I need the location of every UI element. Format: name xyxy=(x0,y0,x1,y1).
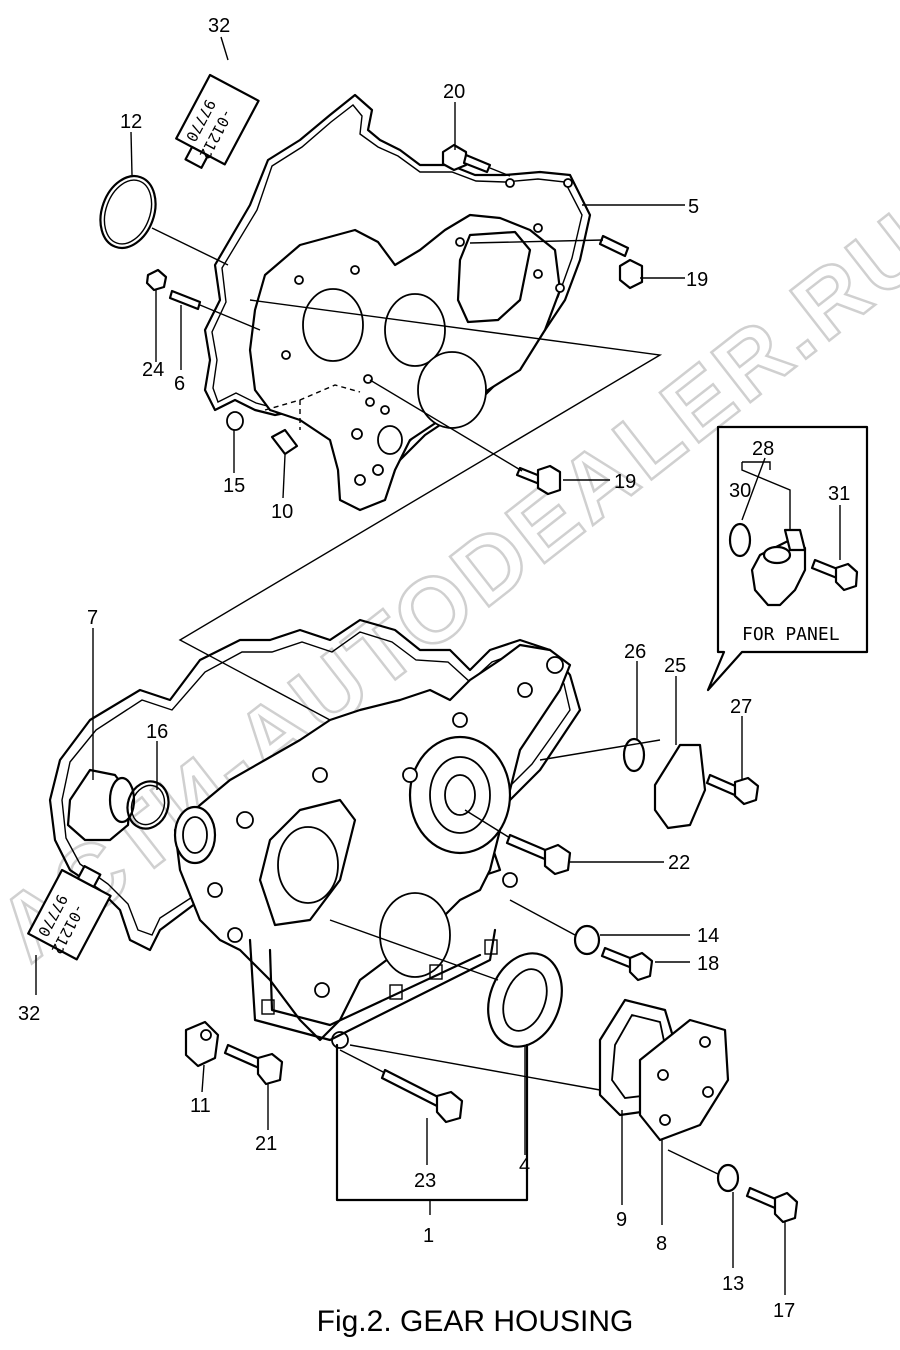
clip xyxy=(184,1020,220,1068)
bolt-19-lower xyxy=(369,379,562,496)
callout-22: 22 xyxy=(668,852,690,874)
oil-filler-cap xyxy=(66,768,136,842)
plate-bore-3 xyxy=(417,351,487,429)
callout-30: 30 xyxy=(729,480,751,502)
callout-5: 5 xyxy=(688,196,699,218)
callout-31: 31 xyxy=(828,483,850,505)
washer-14 xyxy=(573,924,601,956)
callout-9: 9 xyxy=(616,1209,627,1231)
nut xyxy=(145,268,168,292)
callout-17: 17 xyxy=(773,1300,795,1322)
gasket-outline xyxy=(203,93,592,472)
side-cover xyxy=(653,743,707,830)
callout-6: 6 xyxy=(174,373,185,395)
callout-12: 12 xyxy=(120,111,142,133)
gear-housing-assembly xyxy=(48,618,582,1049)
housing-bore-main xyxy=(277,826,339,904)
callout-11: 11 xyxy=(190,1095,211,1117)
sealant-tube-bottom: 97770 -01212 xyxy=(27,864,112,961)
callout-19-lower: 19 xyxy=(614,471,636,493)
stud-bolt xyxy=(168,289,202,311)
callout-13: 13 xyxy=(722,1273,744,1295)
small-o-ring xyxy=(226,411,244,431)
callout-26: 26 xyxy=(624,641,646,663)
callout-23: 23 xyxy=(414,1170,436,1192)
plate-bore-2 xyxy=(384,293,446,367)
callout-28: 28 xyxy=(752,438,774,460)
callout-21: 21 xyxy=(255,1133,277,1155)
callout-15: 15 xyxy=(223,475,245,497)
callout-10: 10 xyxy=(271,501,293,523)
o-ring-large xyxy=(99,175,157,249)
housing-gasket xyxy=(48,618,582,952)
end-cover xyxy=(638,1018,730,1142)
callout-24: 24 xyxy=(142,359,164,381)
callout-7: 7 xyxy=(87,607,98,629)
callout-20: 20 xyxy=(443,81,465,103)
callout-32-bottom: 32 xyxy=(18,1003,40,1025)
bolt-22 xyxy=(505,833,552,862)
bolt-21 xyxy=(223,1043,264,1070)
leader-lines xyxy=(35,36,841,1295)
callout-4: 4 xyxy=(519,1155,530,1177)
o-ring-cap xyxy=(126,780,170,830)
dowel-pin xyxy=(270,428,299,456)
o-ring-panel xyxy=(728,522,752,558)
figure-caption: Fig.2. GEAR HOUSING xyxy=(316,1305,634,1338)
sealant-tube-top: 97770 -01212 xyxy=(175,73,260,169)
washer-13 xyxy=(716,1163,740,1193)
callout-19-upper: 19 xyxy=(686,269,708,291)
callout-18: 18 xyxy=(697,953,719,975)
callouts: 32 12 20 5 19 24 6 15 10 19 28 30 31 7 1… xyxy=(18,15,850,1322)
plate-bore-1 xyxy=(302,288,364,362)
panel-note: FOR PANEL xyxy=(742,624,840,645)
callout-27: 27 xyxy=(730,696,752,718)
callout-1: 1 xyxy=(423,1225,434,1247)
panel-inset: FOR PANEL xyxy=(706,425,869,692)
callout-32-top: 32 xyxy=(208,15,230,37)
callout-25: 25 xyxy=(664,655,686,677)
upper-plate-assembly xyxy=(178,93,663,721)
assembly-bracket xyxy=(335,1043,529,1202)
bolt-19-upper xyxy=(469,234,644,290)
o-ring-cover xyxy=(622,737,646,773)
bolt-20 xyxy=(441,143,511,177)
callout-8: 8 xyxy=(656,1233,667,1255)
bolt-23 xyxy=(380,1068,442,1108)
plate-window xyxy=(456,230,532,324)
callout-16: 16 xyxy=(146,721,168,743)
callout-14: 14 xyxy=(697,925,719,947)
